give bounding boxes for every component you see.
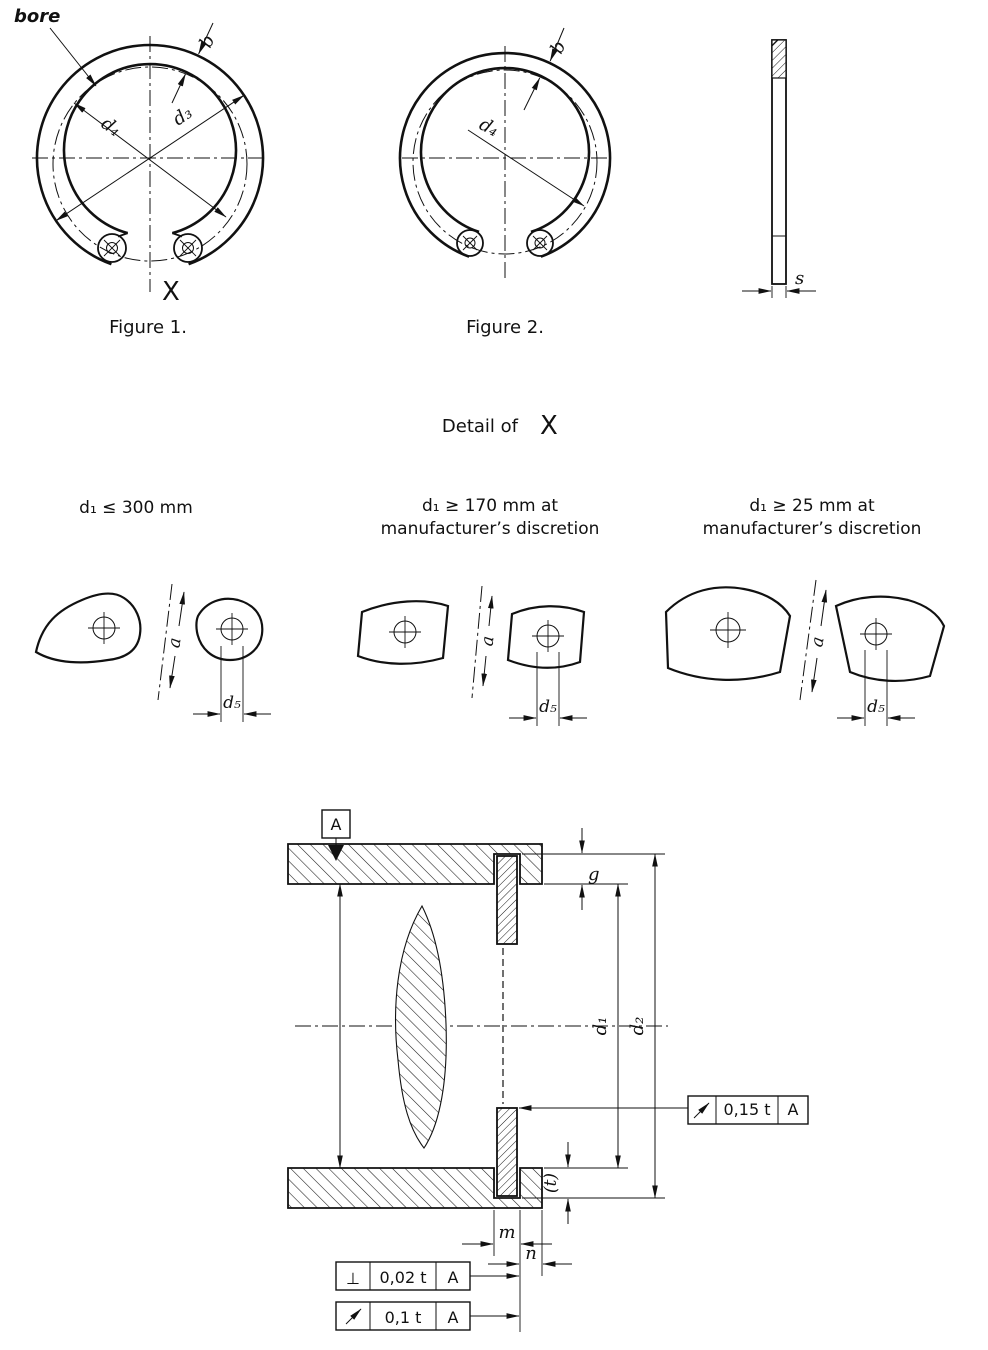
fig1-d4-label: d₄ bbox=[97, 113, 125, 141]
tolerance-value-mid: 0,15 t bbox=[724, 1100, 771, 1119]
m-dimension: m bbox=[462, 1222, 552, 1247]
figure1-caption: Figure 1. bbox=[109, 317, 187, 338]
figure2-lugs bbox=[456, 229, 554, 257]
fig1-d3-label: d₃ bbox=[169, 102, 196, 130]
t-label: (t) bbox=[541, 1173, 561, 1193]
d2-label: d₂ bbox=[627, 1017, 648, 1036]
m-label: m bbox=[498, 1222, 515, 1243]
detail1-condition: d₁ ≤ 300 mm bbox=[79, 498, 193, 518]
detail-2: d₁ ≥ 170 mm at manufacturer’s discretion… bbox=[356, 496, 600, 726]
figure1-lugs bbox=[97, 232, 203, 263]
detail3-condition2: manufacturer’s discretion bbox=[703, 519, 922, 539]
g-dimension: g bbox=[579, 828, 600, 910]
d1-dimension: d₁ bbox=[590, 883, 621, 1169]
detail3-a-label: a bbox=[807, 635, 828, 648]
d2-dimension: d₂ bbox=[627, 853, 658, 1199]
installation-section-view: A g d₁ d₂ ( bbox=[287, 809, 809, 1332]
detail3-condition1: d₁ ≥ 25 mm at bbox=[749, 496, 875, 516]
d1-label: d₁ bbox=[590, 1017, 611, 1036]
tolerance-value-runout-bottom: 0,1 t bbox=[385, 1308, 422, 1327]
detail1-a-label: a bbox=[164, 636, 185, 649]
datum-a-letter: A bbox=[331, 815, 342, 834]
n-dimension: n bbox=[488, 1243, 572, 1267]
n-label: n bbox=[525, 1243, 537, 1264]
tolerance-frame-perpendicularity: ⊥ 0,02 t A bbox=[335, 1261, 520, 1291]
detail2-condition1: d₁ ≥ 170 mm at bbox=[422, 496, 558, 516]
bore-label: bore bbox=[14, 6, 60, 27]
figure2-caption: Figure 2. bbox=[466, 317, 544, 338]
s-label: s bbox=[795, 268, 804, 289]
fig2-b-dimension: b bbox=[523, 27, 570, 111]
detail-1: d₁ ≤ 300 mm a d₅ bbox=[34, 498, 271, 722]
runout-icon bbox=[345, 1308, 362, 1325]
g-label: g bbox=[588, 864, 600, 885]
tolerance-frame-runout-mid: 0,15 t A bbox=[518, 1095, 809, 1125]
datum-a-symbol: A bbox=[321, 809, 351, 861]
detail-x-marker: X bbox=[162, 277, 180, 307]
perpendicularity-icon: ⊥ bbox=[346, 1269, 360, 1288]
ring-side-view: s bbox=[742, 39, 816, 298]
detail-3: d₁ ≥ 25 mm at manufacturer’s discretion … bbox=[664, 496, 946, 726]
detail2-a-label: a bbox=[478, 635, 499, 647]
tolerance-value-perp: 0,02 t bbox=[380, 1268, 427, 1287]
tolerance-datum-mid: A bbox=[788, 1100, 799, 1119]
detail2-condition2: manufacturer’s discretion bbox=[381, 519, 600, 539]
detail3-d5-label: d₅ bbox=[867, 697, 885, 717]
figure-1-ring-view: d₃ d₄ b bore X Figure 1. bbox=[14, 6, 268, 338]
detail1-d5-label: d₅ bbox=[223, 693, 241, 713]
t-dimension: (t) bbox=[541, 1142, 571, 1224]
detail-heading-x: X bbox=[540, 411, 558, 441]
detail-of-x-heading: Detail of X bbox=[442, 411, 558, 441]
tolerance-datum-runout-bottom: A bbox=[448, 1308, 459, 1327]
datum-triangle bbox=[328, 845, 344, 861]
runout-icon bbox=[693, 1102, 710, 1119]
tolerance-datum-perp: A bbox=[448, 1268, 459, 1287]
detail-heading-prefix: Detail of bbox=[442, 416, 519, 437]
figure-2-ring-view: d₄ b Figure 2. bbox=[398, 27, 612, 338]
detail2-d5-label: d₅ bbox=[539, 697, 557, 717]
tolerance-frame-runout-bottom: 0,1 t A bbox=[335, 1301, 520, 1331]
